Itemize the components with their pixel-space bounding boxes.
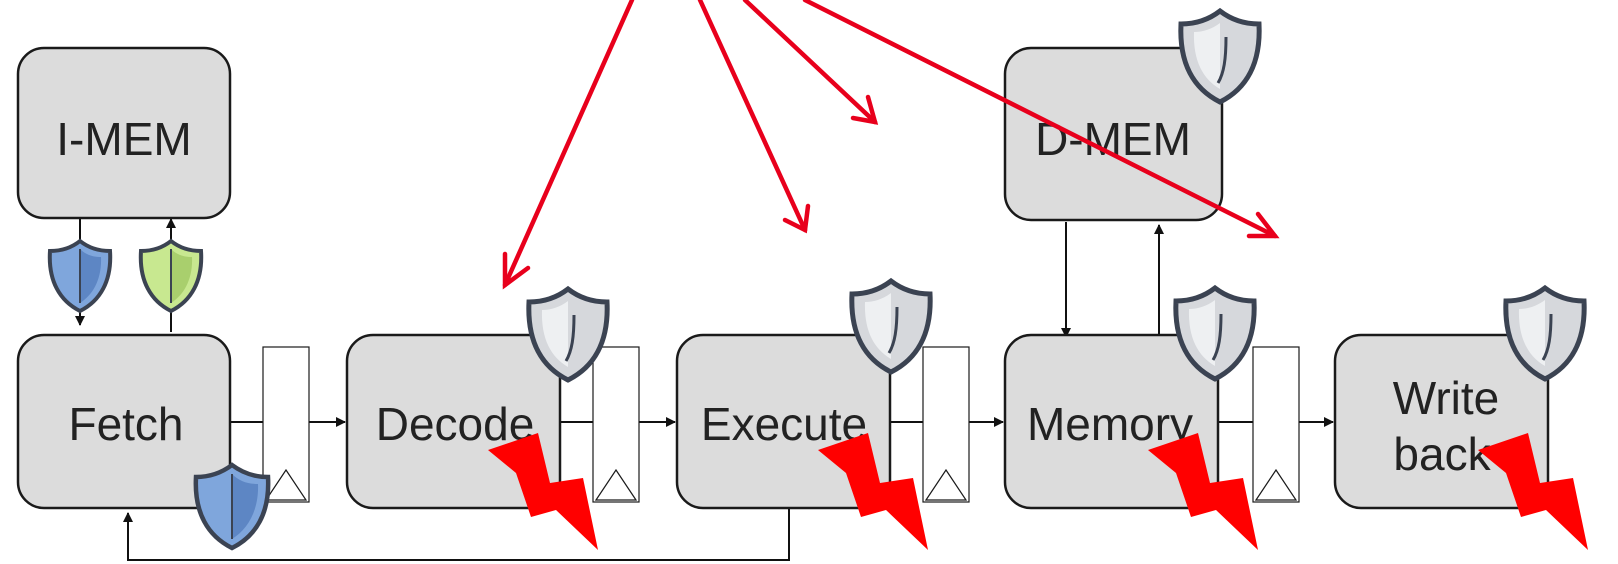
dmem-block: D-MEM — [1003, 46, 1224, 222]
fetch-label: Fetch — [68, 398, 183, 450]
attack-arrow-decode — [502, 0, 635, 290]
pipeline-register-4 — [1252, 346, 1300, 503]
lightning-bolt-icon — [818, 433, 928, 550]
lightning-bolt-icon — [1148, 433, 1258, 550]
pipeline-register-2 — [592, 346, 640, 503]
attack-arrows — [502, 0, 1280, 290]
shield-icon — [47, 238, 113, 314]
memory-block: Memory — [1003, 333, 1220, 510]
dmem-label: D-MEM — [1035, 113, 1191, 165]
writeback-block: Write back — [1333, 333, 1550, 510]
attack-arrow-writeback — [802, 0, 1280, 239]
shield-icon — [526, 285, 610, 383]
attack-arrow-execute — [697, 0, 811, 234]
imem-block: I-MEM — [16, 46, 232, 220]
memory-label: Memory — [1027, 398, 1193, 450]
shield-icon — [138, 238, 204, 314]
decode-label: Decode — [376, 398, 535, 450]
shield-icon — [1178, 7, 1262, 105]
writeback-label-line1: Write — [1393, 372, 1500, 424]
shield-icon — [849, 277, 933, 375]
writeback-label-line2: back — [1393, 428, 1491, 480]
fetch-block: Fetch — [16, 333, 232, 510]
pipeline-register-1 — [262, 346, 310, 503]
attack-arrow-middle — [742, 0, 879, 125]
lightning-bolt-icon — [1478, 433, 1588, 550]
branch-feedback-wire — [123, 508, 790, 561]
shield-icon — [1503, 284, 1587, 382]
pipeline-register-3 — [922, 346, 970, 503]
shield-icon — [1173, 284, 1257, 382]
lightning-bolt-icon — [488, 433, 598, 550]
imem-label: I-MEM — [56, 113, 191, 165]
execute-label: Execute — [701, 398, 867, 450]
shield-icon — [193, 462, 271, 551]
